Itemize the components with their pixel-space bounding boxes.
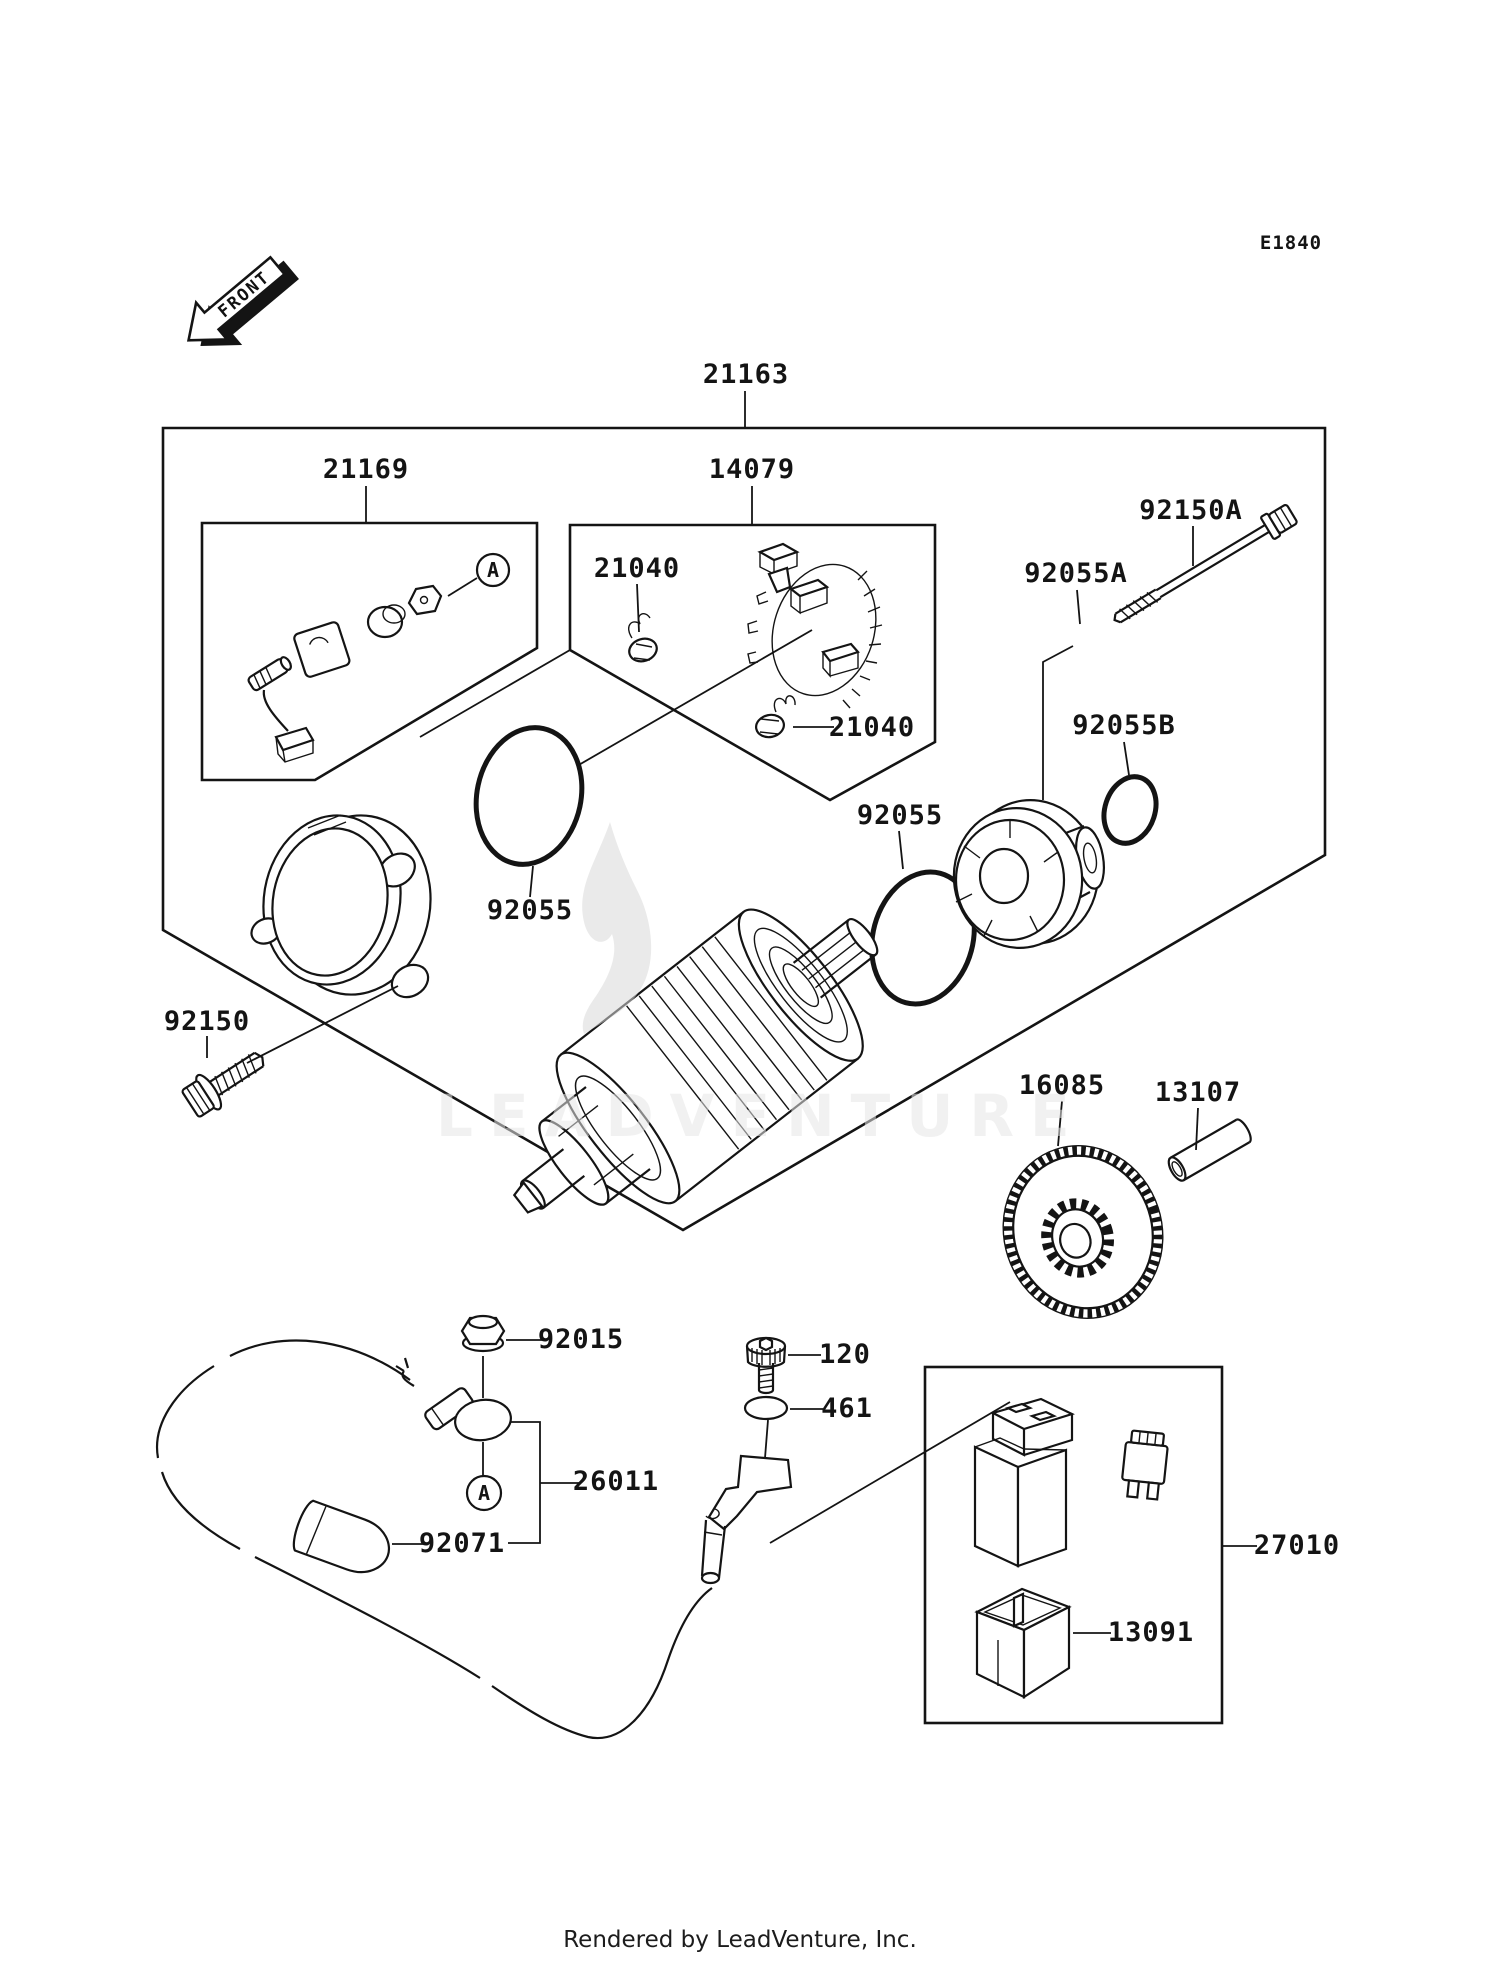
flame-logo-watermark [582,822,652,1034]
terminal-cap-drawing [292,1499,390,1574]
part-label-92150[interactable]: 92150 [164,1006,250,1037]
oring-rear-drawing [869,869,977,1007]
part-label-21163[interactable]: 21163 [703,359,789,390]
part-label-92055-rear[interactable]: 92055 [857,800,943,831]
washer-drawing [743,1395,789,1421]
clutch-hub-drawing [952,799,1105,949]
box-14079 [568,523,937,802]
part-label-92055b[interactable]: 92055B [1072,710,1176,741]
brush-b-drawing [755,695,796,739]
battery-cable-drawing [155,1339,713,1740]
brush-a-drawing [628,613,658,663]
diagram-code: E1840 [1260,232,1322,254]
part-label-461[interactable]: 461 [821,1393,873,1424]
part-label-92015[interactable]: 92015 [538,1324,624,1355]
relay-connector-drawing [974,1587,1072,1700]
front-direction-arrow: FRONT [186,255,299,347]
part-label-92055a[interactable]: 92055A [1024,558,1128,589]
long-bolt-drawing [1113,504,1298,624]
part-label-120[interactable]: 120 [819,1339,871,1370]
part-label-14079[interactable]: 14079 [709,454,795,485]
part-label-16085[interactable]: 16085 [1019,1070,1105,1101]
part-label-92055-front[interactable]: 92055 [487,895,573,926]
magnetic-switch-kit-drawing [247,584,443,763]
oring-front-drawing [473,725,585,867]
oring-clutch-drawing [1101,774,1159,846]
ref-a-top-label: A [487,558,499,582]
part-label-92071[interactable]: 92071 [419,1528,505,1559]
relay-drawing [973,1397,1075,1568]
ref-a-bottom-label: A [478,1481,490,1505]
part-label-13107[interactable]: 13107 [1155,1077,1241,1108]
starter-gear-drawing [1002,1145,1164,1319]
part-label-27010[interactable]: 27010 [1254,1530,1340,1561]
watermark-text: LEADVENTURE [436,1082,1086,1150]
footer-credit: Rendered by LeadVenture, Inc. [563,1927,917,1953]
part-label-92150a[interactable]: 92150A [1139,495,1243,526]
oring-small-drawing [1073,626,1089,642]
terminal-nut-drawing [460,1314,506,1353]
part-label-13091[interactable]: 13091 [1108,1617,1194,1648]
part-label-21040-a[interactable]: 21040 [594,553,680,584]
end-cover-drawing [250,814,432,999]
box-27010 [923,1365,1224,1725]
cover-bolt-drawing [181,1051,265,1118]
part-label-21040-b[interactable]: 21040 [829,712,915,743]
brush-holder-plate-drawing [747,542,883,709]
bracket-drawing [700,1454,793,1585]
bracket-bolt-drawing [745,1336,787,1395]
part-label-26011[interactable]: 26011 [573,1466,659,1497]
leader-lines [206,391,1257,1634]
ref-a-circle-top [475,552,511,588]
box-21169 [200,521,539,782]
leadventure-watermark: LEADVENTURE [436,822,1086,1150]
assembly-box-21163 [161,426,1327,1232]
armature-drawing [512,908,879,1214]
fuse-drawing [1121,1429,1169,1501]
part-label-21169[interactable]: 21169 [323,454,409,485]
sleeve-drawing [1167,1118,1252,1182]
ref-a-circle-bottom [465,1474,503,1512]
